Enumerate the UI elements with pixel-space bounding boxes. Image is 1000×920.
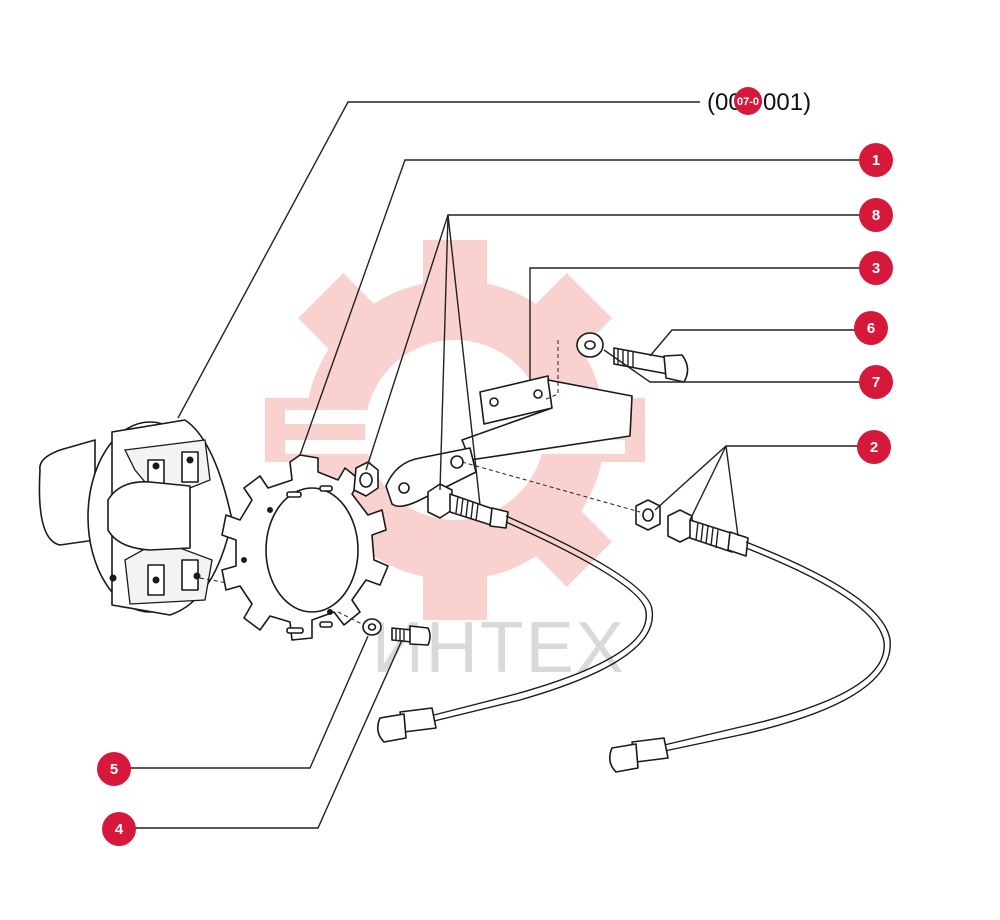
washer-dash-line xyxy=(337,611,363,625)
hub-flange xyxy=(38,419,233,616)
watermark-text: ИНТЕХ xyxy=(372,608,626,688)
leader-8b xyxy=(439,214,449,491)
svg-text:4: 4 xyxy=(115,821,124,838)
leader-2a xyxy=(654,445,858,511)
svg-text:2: 2 xyxy=(870,439,878,456)
reference-badge-circle xyxy=(734,87,762,115)
leader-2b xyxy=(689,445,727,521)
nut-left xyxy=(353,461,379,497)
washer-small xyxy=(362,618,382,636)
svg-text:1: 1 xyxy=(872,152,880,169)
svg-text:6: 6 xyxy=(867,320,875,337)
callout-7[interactable]: 7 xyxy=(859,365,893,399)
leader-reference xyxy=(177,101,700,419)
washer-large xyxy=(576,332,604,358)
callout-4[interactable]: 4 xyxy=(102,812,136,846)
leader-5 xyxy=(130,635,369,769)
bolt-small xyxy=(391,625,431,646)
bracket-dash-line xyxy=(543,340,559,401)
callout-5[interactable]: 5 xyxy=(97,752,131,786)
svg-text:3: 3 xyxy=(872,260,880,277)
svg-text:5: 5 xyxy=(110,761,118,778)
leader-2c xyxy=(725,445,739,537)
sensor-left xyxy=(376,483,654,743)
callout-3[interactable]: 3 xyxy=(859,251,893,285)
callout-1[interactable]: 1 xyxy=(859,143,893,177)
reference-badge: 07-0 xyxy=(737,96,759,108)
leader-6 xyxy=(649,329,855,357)
leader-3 xyxy=(529,267,860,380)
sensor-right xyxy=(608,499,891,773)
leader-7 xyxy=(603,349,860,383)
axis-dash-line xyxy=(461,461,641,513)
bracket-plate xyxy=(385,375,633,508)
svg-text:8: 8 xyxy=(872,207,880,224)
tone-ring xyxy=(221,454,389,641)
leader-4 xyxy=(135,639,403,829)
svg-text:7: 7 xyxy=(872,374,880,391)
leader-1 xyxy=(299,159,860,456)
callout-2[interactable]: 2 xyxy=(857,430,891,464)
leader-8c xyxy=(447,214,481,506)
callout-8[interactable]: 8 xyxy=(859,198,893,232)
callout-6[interactable]: 6 xyxy=(854,311,888,345)
